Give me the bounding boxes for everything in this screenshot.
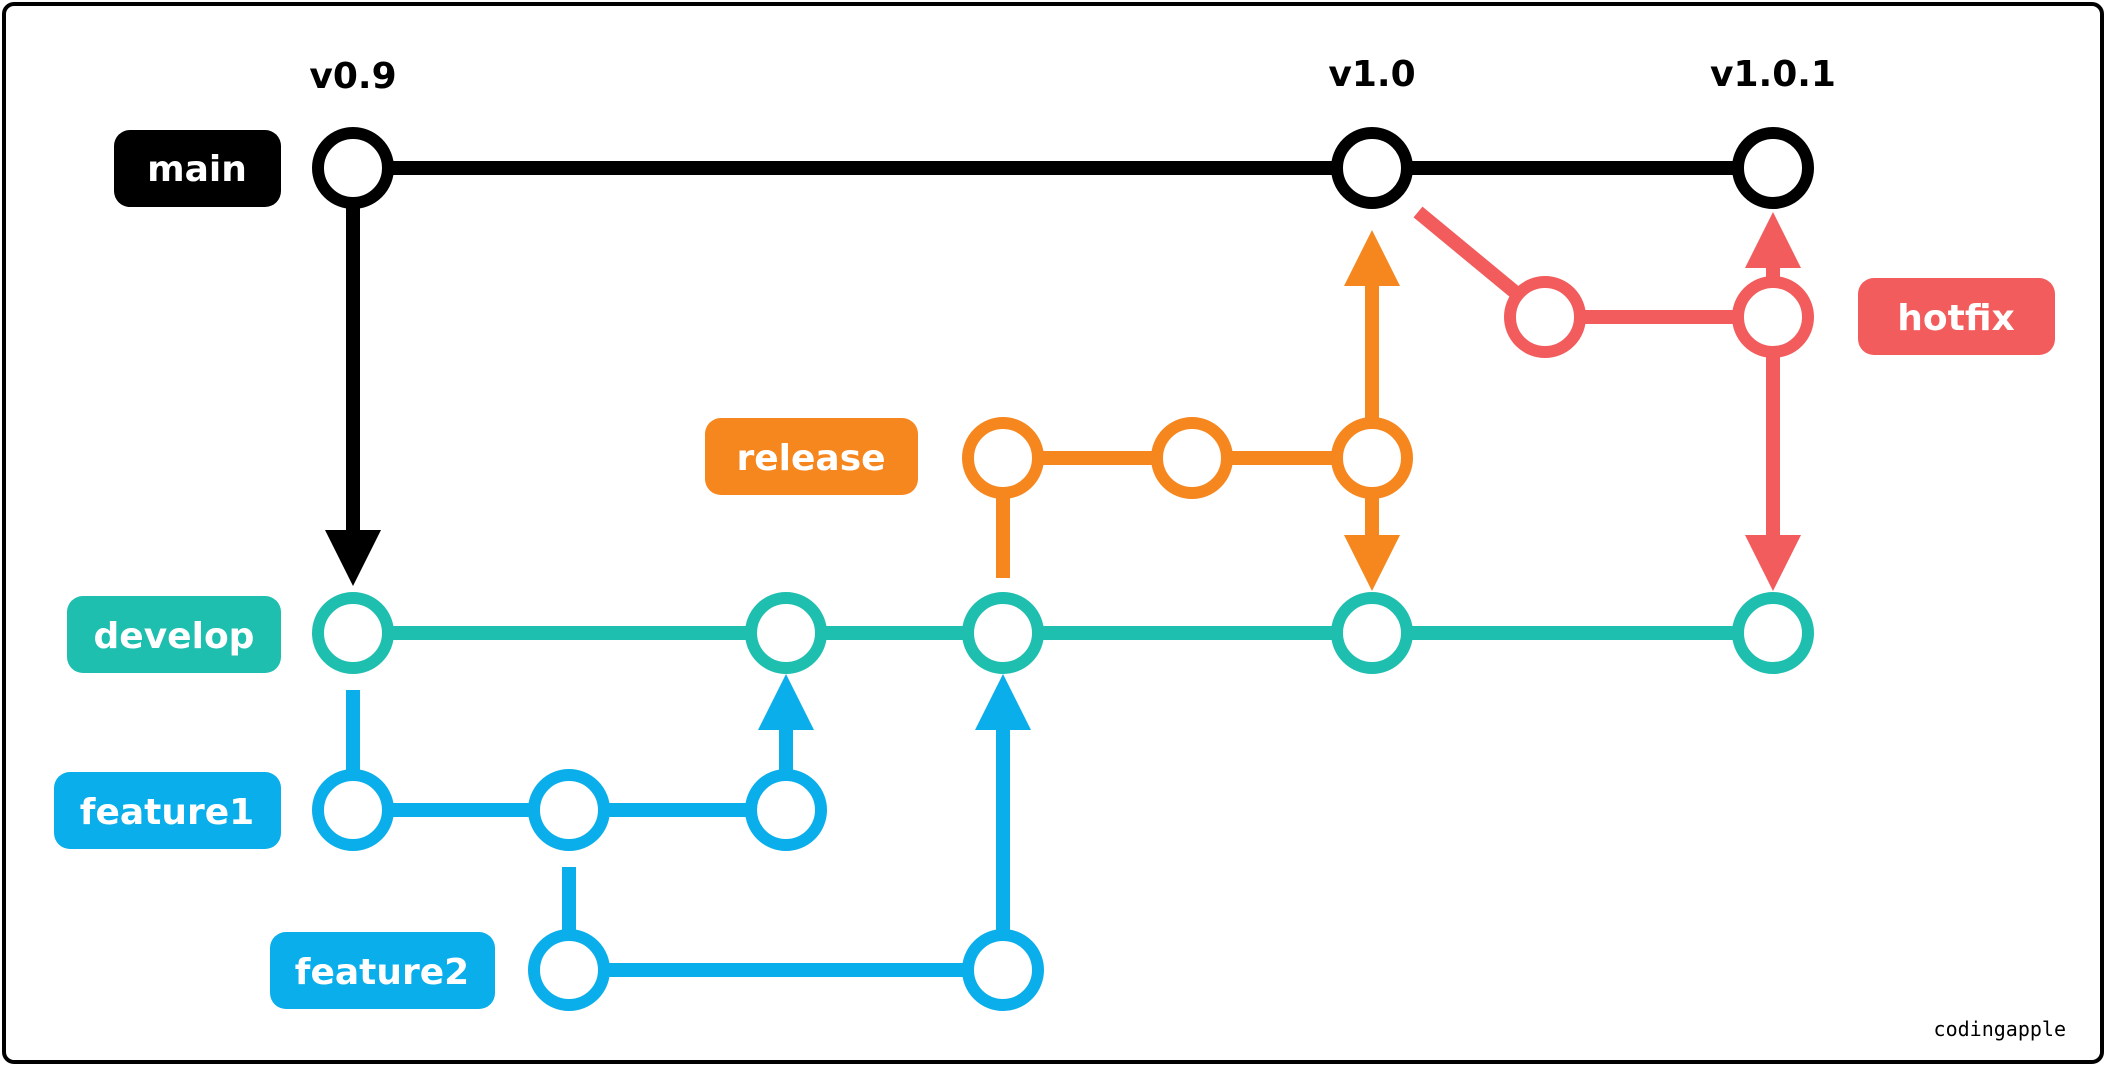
release-commit-3 xyxy=(1331,417,1413,499)
credit-watermark: codingapple xyxy=(1934,1017,2066,1041)
develop-commit-4 xyxy=(1331,592,1413,674)
tag-v09: v0.9 xyxy=(309,56,396,97)
tag-v10: v1.0 xyxy=(1328,54,1415,95)
develop-commit-5 xyxy=(1732,592,1814,674)
release-commit-1 xyxy=(962,417,1044,499)
branch-label-main-text: main xyxy=(147,149,247,190)
hotfix-commit-1 xyxy=(1504,276,1586,358)
branch-label-release-text: release xyxy=(736,438,885,479)
tag-v101: v1.0.1 xyxy=(1710,54,1836,95)
branch-label-feature2-text: feature2 xyxy=(295,952,469,993)
main-commit-v10 xyxy=(1331,127,1413,209)
main-commit-v09 xyxy=(312,127,394,209)
branch-label-develop-text: develop xyxy=(94,616,255,657)
main-commit-v101 xyxy=(1732,127,1814,209)
branch-label-hotfix-text: hotfix xyxy=(1897,298,2014,339)
branch-label-hotfix: hotfix xyxy=(1858,278,2055,355)
branch-label-main: main xyxy=(114,130,281,207)
develop-commit-1 xyxy=(312,592,394,674)
branch-label-develop: develop xyxy=(67,596,281,673)
develop-commit-3 xyxy=(962,592,1044,674)
hotfix-commit-2 xyxy=(1732,276,1814,358)
branch-label-feature1-text: feature1 xyxy=(80,792,254,833)
feature1-commit-3 xyxy=(745,769,827,851)
branch-label-release: release xyxy=(705,418,918,495)
feature1-commit-2 xyxy=(528,769,610,851)
branch-label-feature2: feature2 xyxy=(270,932,495,1009)
release-commit-2 xyxy=(1151,417,1233,499)
feature2-commit-2 xyxy=(962,929,1044,1011)
feature2-commit-1 xyxy=(528,929,610,1011)
branch-label-feature1: feature1 xyxy=(54,772,281,849)
feature1-commit-1 xyxy=(312,769,394,851)
develop-commit-2 xyxy=(745,592,827,674)
